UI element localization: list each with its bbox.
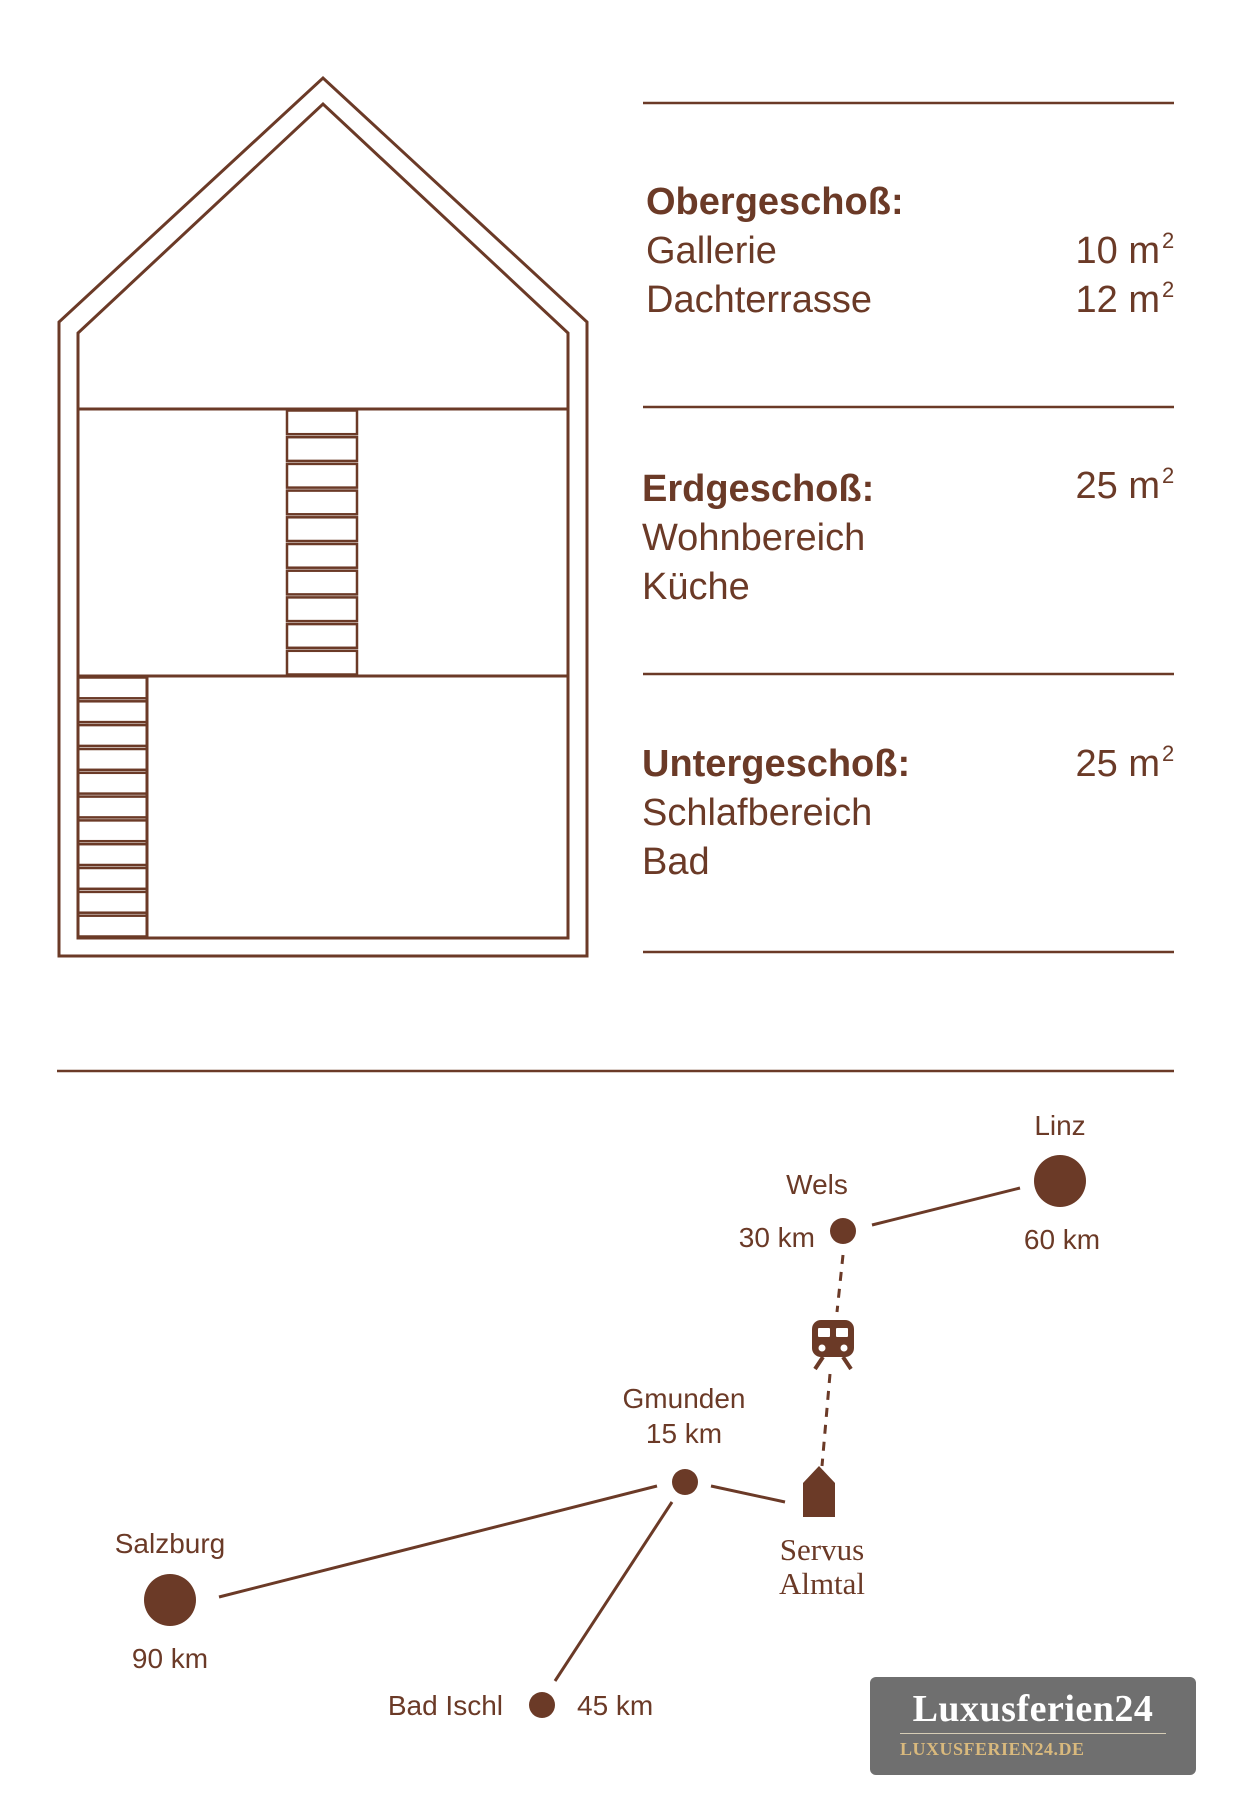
ladder-rung: [76, 890, 149, 914]
route-wels-linz: [871, 1186, 1021, 1227]
ladder-upper-floor: [285, 409, 359, 676]
ladder-rung: [76, 819, 149, 843]
ladder-rung: [285, 649, 359, 676]
city-distance-wels: 30 km: [739, 1222, 815, 1253]
lower-floor-area: 25 m: [1076, 743, 1160, 785]
ladder-rung: [285, 596, 359, 623]
ladder-rung: [76, 914, 149, 938]
ground-floor-item: Wohnbereich: [642, 517, 865, 559]
upper-item-area: 12 m: [1076, 279, 1160, 321]
route-gmunden-bad-ischl: [553, 1501, 674, 1682]
ground-floor-title: Erdgeschoß:: [642, 468, 874, 510]
upper-floor-title: Obergeschoß:: [646, 181, 904, 223]
city-marker-bad-ischl: [529, 1692, 555, 1718]
ladder-lower-floor: [76, 676, 149, 938]
house-section-drawing: [57, 75, 589, 958]
lower-floor-item: Schlafbereich: [642, 792, 872, 834]
route-salzburg-gmunden: [218, 1484, 658, 1599]
watermark-url: LUXUSFERIEN24.DE: [900, 1739, 1085, 1759]
ladder-rung: [285, 516, 359, 543]
upper-item-name: Gallerie: [646, 230, 777, 272]
ground-floor-area-exponent: 2: [1162, 463, 1174, 488]
ladder-rung: [76, 866, 149, 891]
ladder-rung: [76, 747, 149, 772]
lower-floor-item: Bad: [642, 841, 710, 883]
destination-label-line1: Servus: [780, 1532, 864, 1567]
house-icon: [803, 1466, 835, 1517]
city-distance-bad-ischl: 45 km: [577, 1690, 653, 1721]
ladder-rung: [76, 676, 149, 700]
watermark-logo: Luxusferien24 LUXUSFERIEN24.DE: [870, 1677, 1196, 1775]
rail-wels-train: [835, 1254, 845, 1313]
ladder-rung: [285, 489, 359, 516]
upper-item-name: Dachterrasse: [646, 279, 872, 321]
lower-floor-area-exponent: 2: [1162, 741, 1174, 766]
city-label-salzburg: Salzburg: [115, 1528, 226, 1559]
ladder-rung: [76, 795, 149, 819]
floor-info: Obergeschoß: Gallerie 10 m 2 Dachterrass…: [642, 101, 1174, 954]
ladder-rung: [285, 409, 359, 436]
destination-label-line2: Almtal: [779, 1566, 865, 1601]
rail-train-servus: [820, 1373, 832, 1467]
watermark-rule: [900, 1733, 1166, 1734]
city-label-wels: Wels: [786, 1169, 848, 1200]
city-marker-gmunden: [672, 1469, 698, 1495]
city-label-linz: Linz: [1034, 1110, 1085, 1141]
train-icon: [812, 1320, 854, 1371]
upper-item-area-exponent: 2: [1162, 228, 1174, 253]
ladder-rung: [285, 462, 359, 489]
ladder-rung: [285, 569, 359, 596]
ladder-rung: [285, 542, 359, 569]
city-distance-gmunden: 15 km: [646, 1418, 722, 1449]
watermark-name: Luxusferien24: [912, 1688, 1154, 1730]
ladder-rung: [285, 622, 359, 650]
ground-floor-item: Küche: [642, 566, 750, 608]
lower-floor-title: Untergeschoß:: [642, 743, 910, 785]
city-label-gmunden: Gmunden: [623, 1383, 746, 1414]
city-marker-salzburg: [144, 1574, 196, 1626]
city-distance-linz: 60 km: [1024, 1224, 1100, 1255]
house-inner-outline: [76, 101, 570, 940]
upper-item-area-exponent: 2: [1162, 277, 1174, 302]
ground-floor-area: 25 m: [1076, 465, 1160, 507]
ladder-rung: [76, 842, 149, 867]
location-map: Linz 60 km Wels 30 km Gmunden 15 km Salz…: [115, 1110, 1100, 1721]
upper-item-area: 10 m: [1076, 230, 1160, 272]
city-distance-salzburg: 90 km: [132, 1643, 208, 1674]
route-gmunden-servus: [710, 1484, 786, 1504]
city-marker-wels: [830, 1218, 856, 1244]
ladder-rung: [285, 435, 359, 463]
city-label-bad-ischl: Bad Ischl: [388, 1690, 503, 1721]
ladder-rung: [76, 700, 149, 724]
house-outer-outline: [57, 75, 589, 958]
ladder-rung: [76, 771, 149, 795]
ladder-rung: [76, 723, 149, 748]
city-marker-linz: [1034, 1155, 1086, 1207]
